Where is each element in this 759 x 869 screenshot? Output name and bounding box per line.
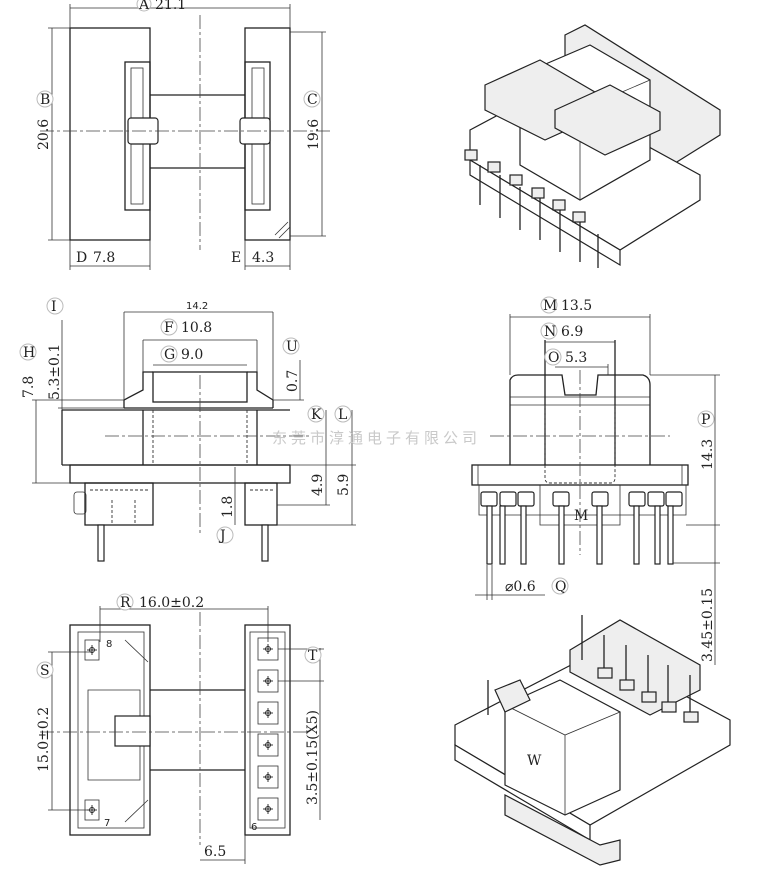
dim-value-p: 14.3 — [700, 439, 716, 470]
dim-value-q: ⌀0.6 — [505, 579, 536, 595]
dim-value-overall: 14.2 — [186, 301, 208, 312]
dim-value-pin-pitch: 3.45±0.15 — [700, 588, 716, 662]
dim-letter-s: S — [40, 663, 50, 679]
top-view: A 21.1 B 20.6 C 19.6 D 7.8 E 4.3 — [36, 0, 330, 270]
dim-value-n: 6.9 — [561, 324, 583, 340]
dim-value-k: 4.9 — [310, 474, 326, 496]
dim-value-l: 5.9 — [336, 474, 352, 496]
dim-value-i: 5.3±0.1 — [47, 344, 63, 400]
dim-value-b: 20.6 — [36, 119, 52, 150]
dim-value-h: 7.8 — [21, 376, 37, 398]
front-pins — [480, 491, 683, 565]
dim-letter-b: B — [40, 92, 50, 108]
dim-value-m: 13.5 — [561, 298, 592, 314]
watermark: 东莞市淳通电子有限公司 — [272, 429, 481, 447]
dim-letter-h: H — [23, 345, 35, 361]
dim-letter-n: N — [544, 324, 556, 340]
dim-value-s: 15.0±0.2 — [36, 707, 52, 772]
dim-letter-i: I — [51, 299, 57, 315]
dim-letter-q: Q — [555, 579, 566, 595]
dim-letter-p: P — [701, 412, 710, 428]
dim-value-width: 6.5 — [204, 844, 226, 860]
dim-value-e: 4.3 — [252, 250, 274, 266]
dim-letter-c: C — [307, 92, 318, 108]
dim-letter-l: L — [338, 407, 347, 423]
dim-letter-a: A — [138, 0, 150, 13]
pin-number-6: 6 — [251, 822, 257, 833]
front-view: M M 13.5 N 6.9 O 5.3 P 14.3 3.45±0.15 ⌀0… — [471, 296, 720, 665]
dim-value-g: 9.0 — [181, 347, 203, 363]
dim-letter-u: U — [286, 339, 298, 355]
dim-letter-m: M — [543, 298, 557, 314]
dim-letter-d: D — [76, 250, 87, 266]
dim-letter-t: T — [308, 648, 318, 664]
dim-letter-r: R — [120, 595, 131, 611]
dim-letter-j: J — [218, 528, 226, 544]
pin — [97, 524, 105, 562]
pin-number-7: 7 — [104, 818, 110, 829]
dim-value-d: 7.8 — [93, 250, 115, 266]
dim-value-j: 1.8 — [220, 496, 236, 518]
dim-letter-k: K — [311, 407, 322, 423]
dim-value-a: 21.1 — [155, 0, 186, 13]
isometric-view-bottom: W — [454, 615, 731, 866]
pin — [261, 524, 269, 562]
front-mark: M — [574, 508, 588, 524]
dim-value-u: 0.7 — [285, 370, 301, 392]
dim-letter-g: G — [164, 347, 175, 363]
pin-number-8: 8 — [106, 639, 112, 650]
dim-value-f: 10.8 — [181, 320, 212, 336]
iso-mark: W — [527, 753, 542, 769]
bottom-view: 8 7 6 R 16.0±0.2 S 15.0±0.2 T 3.5±0.15(X… — [36, 593, 324, 864]
dim-value-c: 19.6 — [306, 119, 322, 150]
pins-top-iso — [464, 149, 599, 268]
dim-letter-o: O — [548, 350, 559, 366]
dim-value-t: 3.5±0.15(X5) — [305, 710, 321, 805]
pins-bottom-iso — [487, 615, 699, 723]
isometric-view-top — [464, 24, 721, 268]
dim-letter-e: E — [231, 250, 241, 266]
side-view: 14.2 F 10.8 G 9.0 H 7.8 I 5.3±0.1 U 0.7 … — [19, 297, 356, 562]
dim-value-r: 16.0±0.2 — [139, 595, 204, 611]
dim-value-o: 5.3 — [565, 350, 587, 366]
dim-letter-f: F — [164, 320, 174, 336]
